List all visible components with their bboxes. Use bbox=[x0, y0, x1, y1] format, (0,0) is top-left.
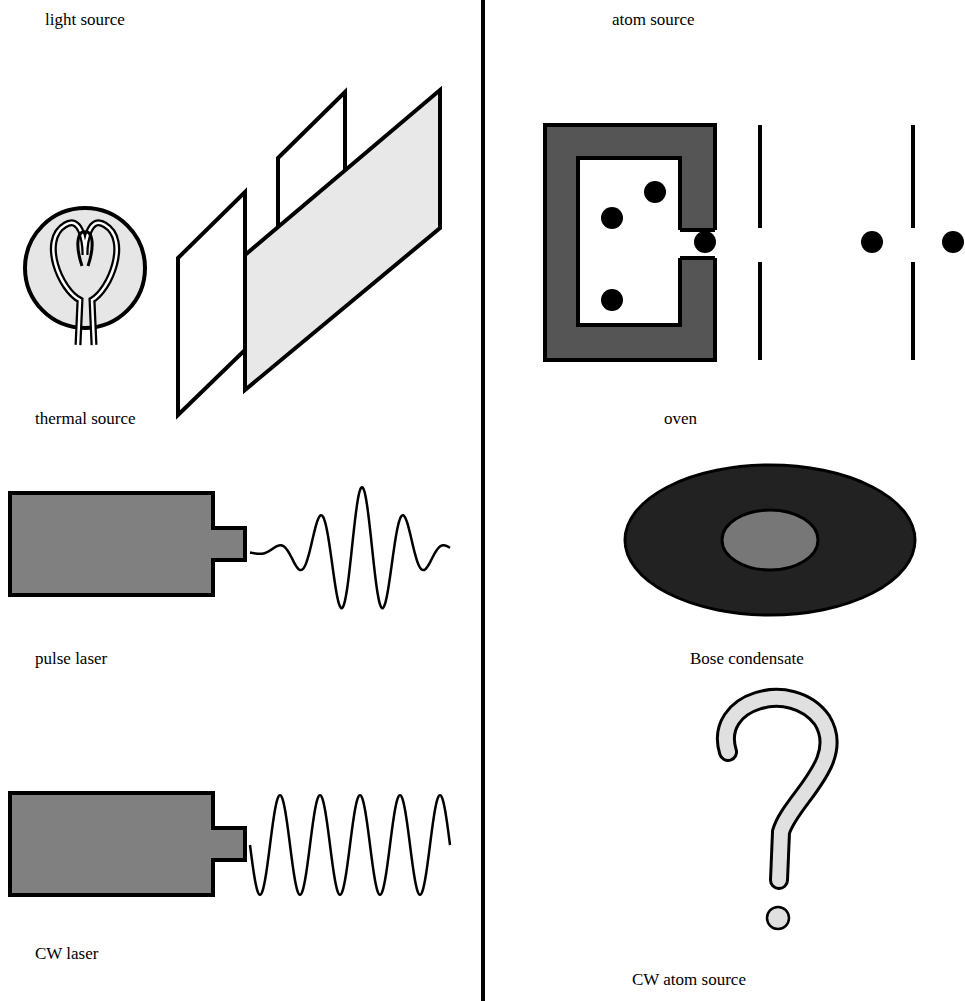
source-label: CW atom source bbox=[632, 970, 746, 990]
bose-condensate bbox=[625, 465, 915, 615]
oven bbox=[545, 125, 964, 360]
source-label: thermal source bbox=[35, 409, 136, 429]
light-bulb bbox=[25, 208, 145, 345]
source-label: oven bbox=[664, 409, 697, 429]
source-label: CW laser bbox=[35, 944, 98, 964]
cw-laser bbox=[10, 793, 450, 895]
source-label: Bose condensate bbox=[690, 649, 804, 669]
column-divider bbox=[481, 0, 485, 1001]
column-heading: atom source bbox=[612, 10, 695, 30]
question-mark bbox=[726, 698, 829, 929]
column-heading: light source bbox=[45, 10, 125, 30]
source-label: pulse laser bbox=[35, 649, 107, 669]
pulse-laser bbox=[10, 487, 450, 608]
thermal-plates bbox=[178, 90, 440, 415]
